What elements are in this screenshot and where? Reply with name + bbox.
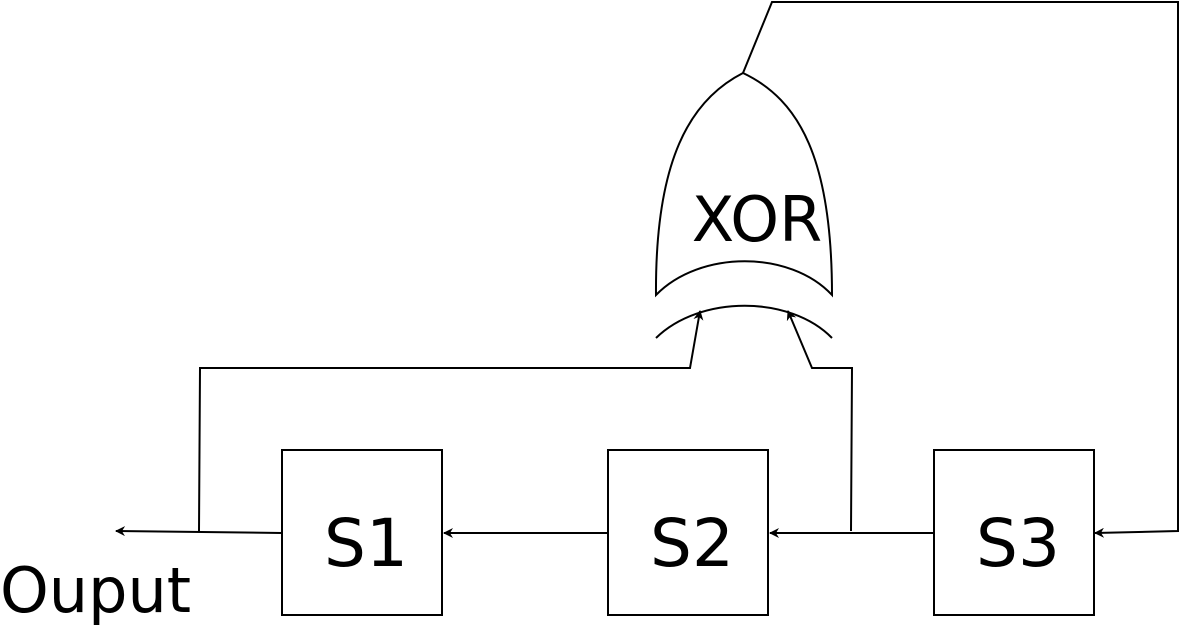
output-label: Ouput: [0, 554, 191, 627]
register-s2-label: S2: [650, 505, 734, 582]
xor-gate-input-arc: [655, 304, 833, 339]
register-s1-label: S1: [324, 505, 408, 582]
register-s3-label: S3: [976, 505, 1060, 582]
tap-s1-wire: [198, 310, 704, 532]
output-wire: [115, 526, 283, 537]
xor-label: XOR: [692, 183, 822, 256]
xor-gate-body: [654, 71, 834, 298]
tap-s3-wire: [786, 310, 854, 532]
feedback-wire: [742, 1, 1179, 538]
